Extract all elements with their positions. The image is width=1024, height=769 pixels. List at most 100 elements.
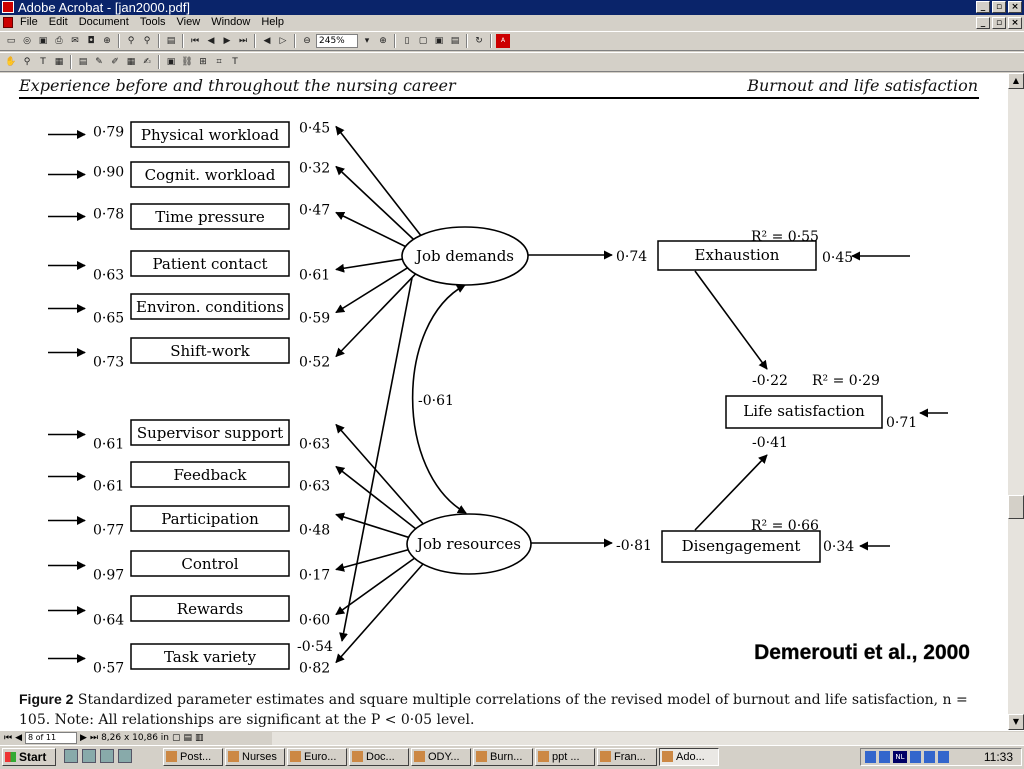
scroll-down-button[interactable]: ▼	[1008, 714, 1024, 730]
menu-document[interactable]: Document	[78, 16, 129, 28]
note-tool-icon[interactable]: ▤	[78, 57, 88, 67]
demand-indicator-label: Environ. conditions	[136, 298, 284, 316]
reflow-icon[interactable]: ▤	[450, 36, 460, 46]
highlight-tool-icon[interactable]: ✐	[111, 57, 119, 67]
signature-tool-icon[interactable]: ✍	[143, 57, 151, 67]
next-page-icon[interactable]: ▶	[223, 36, 231, 46]
adobe-logo-icon[interactable]: A	[496, 34, 510, 48]
pencil-tool-icon[interactable]: ✎	[95, 57, 103, 67]
document-icon[interactable]	[3, 17, 13, 28]
zoom-dropdown-icon[interactable]: ▾	[364, 36, 370, 46]
print-icon[interactable]: ⎙	[55, 36, 63, 46]
task-button[interactable]: Burn...	[473, 748, 533, 766]
menu-file[interactable]: File	[20, 16, 38, 28]
language-indicator[interactable]: NL	[893, 751, 907, 763]
task-button[interactable]: Post...	[163, 748, 223, 766]
fit-page-icon[interactable]: ▢	[418, 36, 428, 46]
last-page-icon[interactable]: ⏭	[238, 36, 248, 46]
task-button[interactable]: Fran...	[597, 748, 657, 766]
form-tool-icon[interactable]: ▦	[126, 57, 136, 67]
internet-explorer-icon[interactable]	[118, 749, 132, 763]
touchup-text-icon[interactable]: T	[232, 57, 238, 67]
close-button[interactable]: ×	[1008, 1, 1022, 13]
graphics-select-icon[interactable]: ▦	[54, 57, 64, 67]
search-icon[interactable]: ⚲	[143, 36, 151, 46]
show-desktop-icon[interactable]	[64, 749, 78, 763]
web-capture-icon[interactable]: ⊕	[103, 36, 111, 46]
continuous-icon[interactable]: ▤	[183, 733, 193, 743]
find-icon[interactable]: ⚲	[127, 36, 135, 46]
task-button[interactable]: Euro...	[287, 748, 347, 766]
vertical-scrollbar[interactable]: ▲ ▼	[1008, 73, 1024, 730]
demand-indicator-label: Cognit. workload	[145, 166, 276, 184]
messenger-icon[interactable]	[938, 751, 949, 763]
go-forward-icon[interactable]: ▷	[279, 36, 287, 46]
open-icon[interactable]: ▭	[6, 36, 16, 46]
outlook-icon[interactable]	[100, 749, 114, 763]
previous-page-icon[interactable]: ◀	[207, 36, 215, 46]
next-page-status-icon[interactable]: ▶	[80, 733, 87, 743]
task-button[interactable]: Doc...	[349, 748, 409, 766]
resource-error-value: 0·61	[93, 479, 124, 495]
save-icon[interactable]: ▣	[38, 36, 48, 46]
actual-size-icon[interactable]: ▯	[404, 36, 410, 46]
single-page-icon[interactable]: ▢	[171, 733, 181, 743]
prev-page-status-icon[interactable]: ◀	[15, 733, 23, 743]
link-tool-icon[interactable]: ⛓	[181, 57, 193, 67]
zoom-field[interactable]: 245%	[316, 34, 358, 48]
email-icon[interactable]: ✉	[71, 36, 79, 46]
hand-tool-icon[interactable]: ✋	[5, 57, 17, 67]
navigation-pane-icon[interactable]: ▤	[166, 36, 176, 46]
start-button[interactable]: Start	[2, 748, 56, 766]
movie-tool-icon[interactable]: ▣	[166, 57, 176, 67]
acrobat-app-icon[interactable]	[2, 1, 14, 13]
first-page-icon[interactable]: ⏮	[190, 36, 200, 46]
network-icon[interactable]	[910, 751, 921, 763]
word-icon[interactable]	[82, 749, 96, 763]
demand-loading-value: 0·47	[299, 203, 330, 219]
first-page-status-icon[interactable]: ⏮	[4, 733, 13, 743]
minimize-button[interactable]: _	[976, 1, 990, 13]
volume-icon[interactable]	[865, 751, 876, 763]
toolbar-separator	[70, 55, 72, 69]
crop-tool-icon[interactable]: ⌗	[216, 57, 222, 67]
open-web-icon[interactable]: ◎	[23, 36, 31, 46]
task-button[interactable]: Nurses	[225, 748, 285, 766]
doc-minimize-button[interactable]: _	[976, 17, 990, 29]
rotate-icon[interactable]: ↻	[475, 36, 483, 46]
doc-close-button[interactable]: ×	[1008, 17, 1022, 29]
horizontal-scrollbar[interactable]	[272, 732, 1024, 745]
go-back-icon[interactable]: ◀	[263, 36, 271, 46]
antivirus-icon[interactable]	[879, 751, 890, 763]
task-button[interactable]: ODY...	[411, 748, 471, 766]
resource-indicator-box	[130, 550, 290, 577]
menu-view[interactable]: View	[176, 16, 201, 28]
menu-help[interactable]: Help	[261, 16, 284, 28]
zoom-in-icon[interactable]: ⊕	[379, 36, 387, 46]
menu-tools[interactable]: Tools	[139, 16, 166, 28]
doc-restore-button[interactable]: ▫	[992, 17, 1006, 29]
task-button[interactable]: ppt ...	[535, 748, 595, 766]
lock-icon[interactable]: ◘	[87, 36, 95, 46]
document-view[interactable]: Experience before and throughout the nur…	[0, 73, 1008, 730]
page-header-right: Burnout and life satisfaction	[747, 76, 978, 95]
fit-width-icon[interactable]: ▣	[434, 36, 444, 46]
demand-indicator-label: Time pressure	[155, 208, 265, 226]
resource-loading-value: 0·60	[299, 613, 330, 629]
task-button-active[interactable]: Ado...	[659, 748, 719, 766]
scroll-thumb[interactable]	[1008, 495, 1024, 519]
menu-edit[interactable]: Edit	[48, 16, 68, 28]
last-page-status-icon[interactable]: ⏭	[89, 733, 99, 743]
zoom-tool-icon[interactable]: ⚲	[23, 57, 31, 67]
restore-button[interactable]: ▫	[992, 1, 1006, 13]
demand-loading-arrow	[335, 272, 418, 358]
monitor-icon[interactable]	[924, 751, 935, 763]
text-select-icon[interactable]: T	[40, 57, 46, 67]
scroll-up-button[interactable]: ▲	[1008, 73, 1024, 89]
article-tool-icon[interactable]: ⊞	[199, 57, 207, 67]
facing-icon[interactable]: ▥	[195, 733, 204, 743]
resource-loading-arrow	[335, 548, 411, 572]
page-number-field[interactable]: 8 of 11	[25, 732, 78, 744]
menu-window[interactable]: Window	[211, 16, 251, 28]
zoom-out-icon[interactable]: ⊖	[303, 36, 311, 46]
